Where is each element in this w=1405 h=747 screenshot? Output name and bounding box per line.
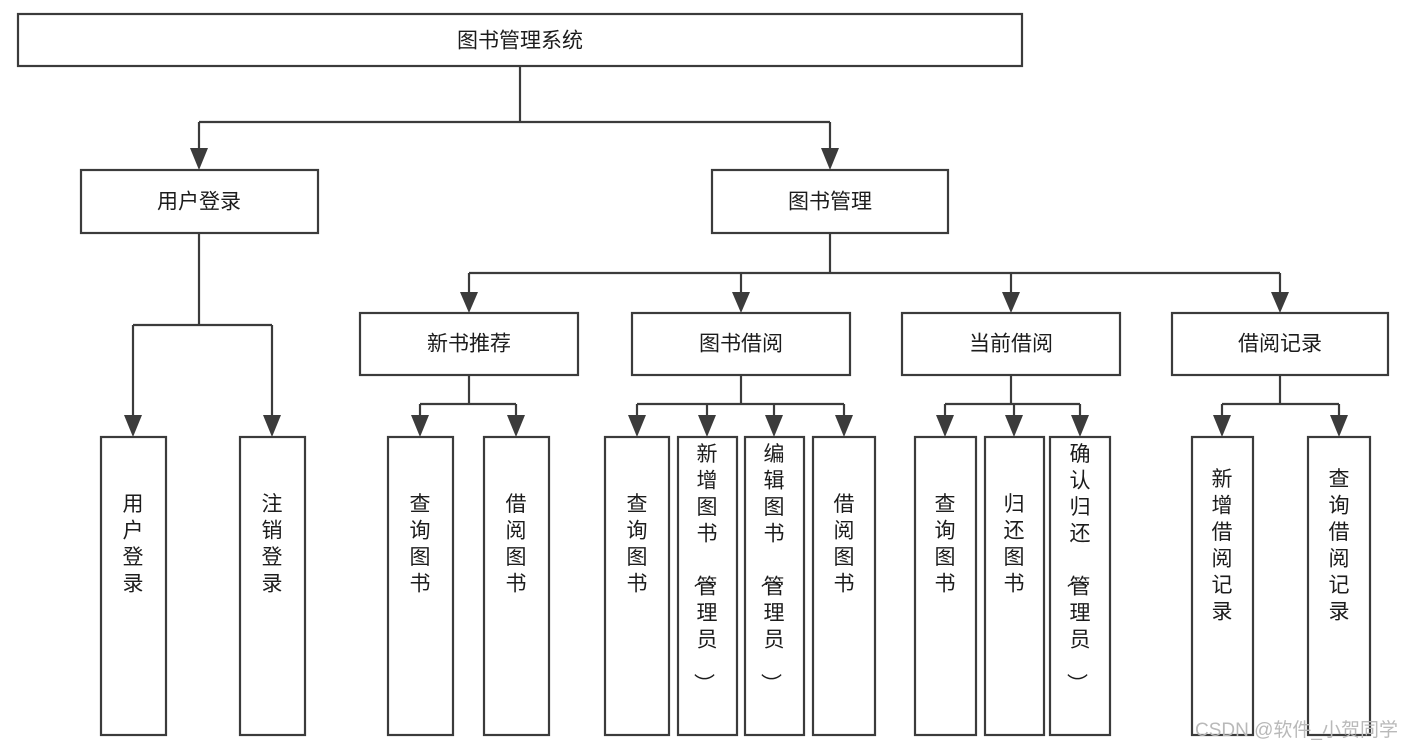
node-borrow-record[interactable]: 借阅记录 bbox=[1170, 311, 1390, 377]
node-user-login-label: 用户登录 bbox=[157, 191, 241, 214]
node-leaf-query-record-label: 查询借阅记录 bbox=[1329, 468, 1350, 624]
node-current-borrow-box[interactable] bbox=[900, 311, 1122, 377]
node-leaf-add-book-box[interactable] bbox=[676, 435, 739, 737]
node-leaf-edit-book-box[interactable] bbox=[743, 435, 806, 737]
node-leaf-logout-label: 注销登录 bbox=[262, 493, 283, 596]
node-leaf-return-book-label: 归还图书 bbox=[1004, 493, 1025, 596]
node-borrow-record-box[interactable] bbox=[1170, 311, 1390, 377]
node-leaf-query-record-box[interactable] bbox=[1306, 435, 1372, 737]
node-leaf-edit-book-label: 编辑图书（管理员） bbox=[759, 443, 785, 694]
connectors-group bbox=[131, 66, 1341, 415]
node-leaf-add-book-label: 新增图书（管理员） bbox=[692, 443, 718, 694]
node-book-borrow-box[interactable] bbox=[630, 311, 852, 377]
node-leaf-confirm-return-label: 确认归还（管理员） bbox=[1065, 443, 1091, 694]
node-new-book-recommend[interactable]: 新书推荐 bbox=[358, 311, 580, 377]
node-leaf-query-book-1-box[interactable] bbox=[386, 435, 455, 737]
node-root-label: 图书管理系统 bbox=[457, 30, 583, 53]
arrowhead-icon bbox=[1005, 415, 1023, 437]
node-leaf-confirm-return-box[interactable] bbox=[1048, 435, 1112, 737]
arrowhead-icon bbox=[698, 415, 716, 437]
arrowhead-icon bbox=[1213, 415, 1231, 437]
node-leaf-query-book-2-box[interactable] bbox=[603, 435, 671, 737]
arrowhead-icon bbox=[124, 415, 142, 437]
arrowhead-icon bbox=[732, 292, 750, 313]
arrowhead-icon bbox=[1002, 292, 1020, 313]
node-leaf-borrow-book-2-box[interactable] bbox=[811, 435, 877, 737]
node-leaf-user-login[interactable]: 用户登录 bbox=[99, 435, 168, 737]
arrowhead-icon bbox=[835, 415, 853, 437]
node-root-box[interactable] bbox=[16, 12, 1024, 68]
node-new-book-recommend-label: 新书推荐 bbox=[427, 333, 511, 356]
node-leaf-user-login-label: 用户登录 bbox=[123, 493, 144, 596]
node-leaf-borrow-book-1-label: 借阅图书 bbox=[506, 493, 527, 596]
node-current-borrow-label: 当前借阅 bbox=[969, 333, 1053, 356]
node-user-login[interactable]: 用户登录 bbox=[79, 168, 320, 235]
arrowhead-icon bbox=[1330, 415, 1348, 437]
node-leaf-query-book-1-label: 查询图书 bbox=[410, 493, 431, 596]
node-borrow-record-label: 借阅记录 bbox=[1238, 333, 1322, 356]
node-leaf-query-book-3-label: 查询图书 bbox=[935, 493, 956, 596]
node-leaf-return-book[interactable]: 归还图书 bbox=[983, 435, 1046, 737]
node-leaf-borrow-book-2-label: 借阅图书 bbox=[834, 493, 855, 596]
node-user-login-box[interactable] bbox=[79, 168, 320, 235]
arrowhead-icon bbox=[936, 415, 954, 437]
node-leaf-add-book[interactable]: 新增图书（管理员） bbox=[676, 435, 739, 737]
node-leaf-query-book-2-label: 查询图书 bbox=[627, 493, 648, 596]
node-book-management-box[interactable] bbox=[710, 168, 950, 235]
node-leaf-query-book-2[interactable]: 查询图书 bbox=[603, 435, 671, 737]
watermark-label: CSDN @软件_小贺同学 bbox=[1195, 719, 1398, 741]
node-leaf-return-book-box[interactable] bbox=[983, 435, 1046, 737]
node-leaf-add-record-box[interactable] bbox=[1190, 435, 1255, 737]
arrowhead-icon bbox=[263, 415, 281, 437]
node-leaf-query-book-1[interactable]: 查询图书 bbox=[386, 435, 455, 737]
node-book-management-label: 图书管理 bbox=[788, 191, 872, 214]
node-leaf-confirm-return[interactable]: 确认归还（管理员） bbox=[1048, 435, 1112, 737]
arrowhead-icon bbox=[821, 148, 839, 170]
node-leaf-borrow-book-2[interactable]: 借阅图书 bbox=[811, 435, 877, 737]
arrowhead-icon bbox=[190, 148, 208, 170]
node-leaf-edit-book[interactable]: 编辑图书（管理员） bbox=[743, 435, 806, 737]
arrowhead-icon bbox=[1071, 415, 1089, 437]
node-leaf-query-book-3[interactable]: 查询图书 bbox=[913, 435, 978, 737]
node-new-book-recommend-box[interactable] bbox=[358, 311, 580, 377]
arrowhead-icon bbox=[460, 292, 478, 313]
node-leaf-user-login-box[interactable] bbox=[99, 435, 168, 737]
arrowhead-icon bbox=[411, 415, 429, 437]
node-leaf-add-record-label: 新增借阅记录 bbox=[1212, 468, 1233, 624]
node-book-borrow-label: 图书借阅 bbox=[699, 333, 783, 356]
node-leaf-logout-box[interactable] bbox=[238, 435, 307, 737]
arrowhead-icon bbox=[507, 415, 525, 437]
node-leaf-query-book-3-box[interactable] bbox=[913, 435, 978, 737]
arrowhead-icon bbox=[1271, 292, 1289, 313]
node-leaf-borrow-book-1-box[interactable] bbox=[482, 435, 551, 737]
node-leaf-query-record[interactable]: 查询借阅记录 bbox=[1306, 435, 1372, 737]
arrowhead-icon bbox=[628, 415, 646, 437]
node-root[interactable]: 图书管理系统 bbox=[16, 12, 1024, 68]
arrowheads-group bbox=[124, 148, 1348, 437]
node-book-management[interactable]: 图书管理 bbox=[710, 168, 950, 235]
node-book-borrow[interactable]: 图书借阅 bbox=[630, 311, 852, 377]
node-leaf-logout[interactable]: 注销登录 bbox=[238, 435, 307, 737]
node-leaf-borrow-book-1[interactable]: 借阅图书 bbox=[482, 435, 551, 737]
arrowhead-icon bbox=[765, 415, 783, 437]
node-leaf-add-record[interactable]: 新增借阅记录 bbox=[1190, 435, 1255, 737]
node-current-borrow[interactable]: 当前借阅 bbox=[900, 311, 1122, 377]
